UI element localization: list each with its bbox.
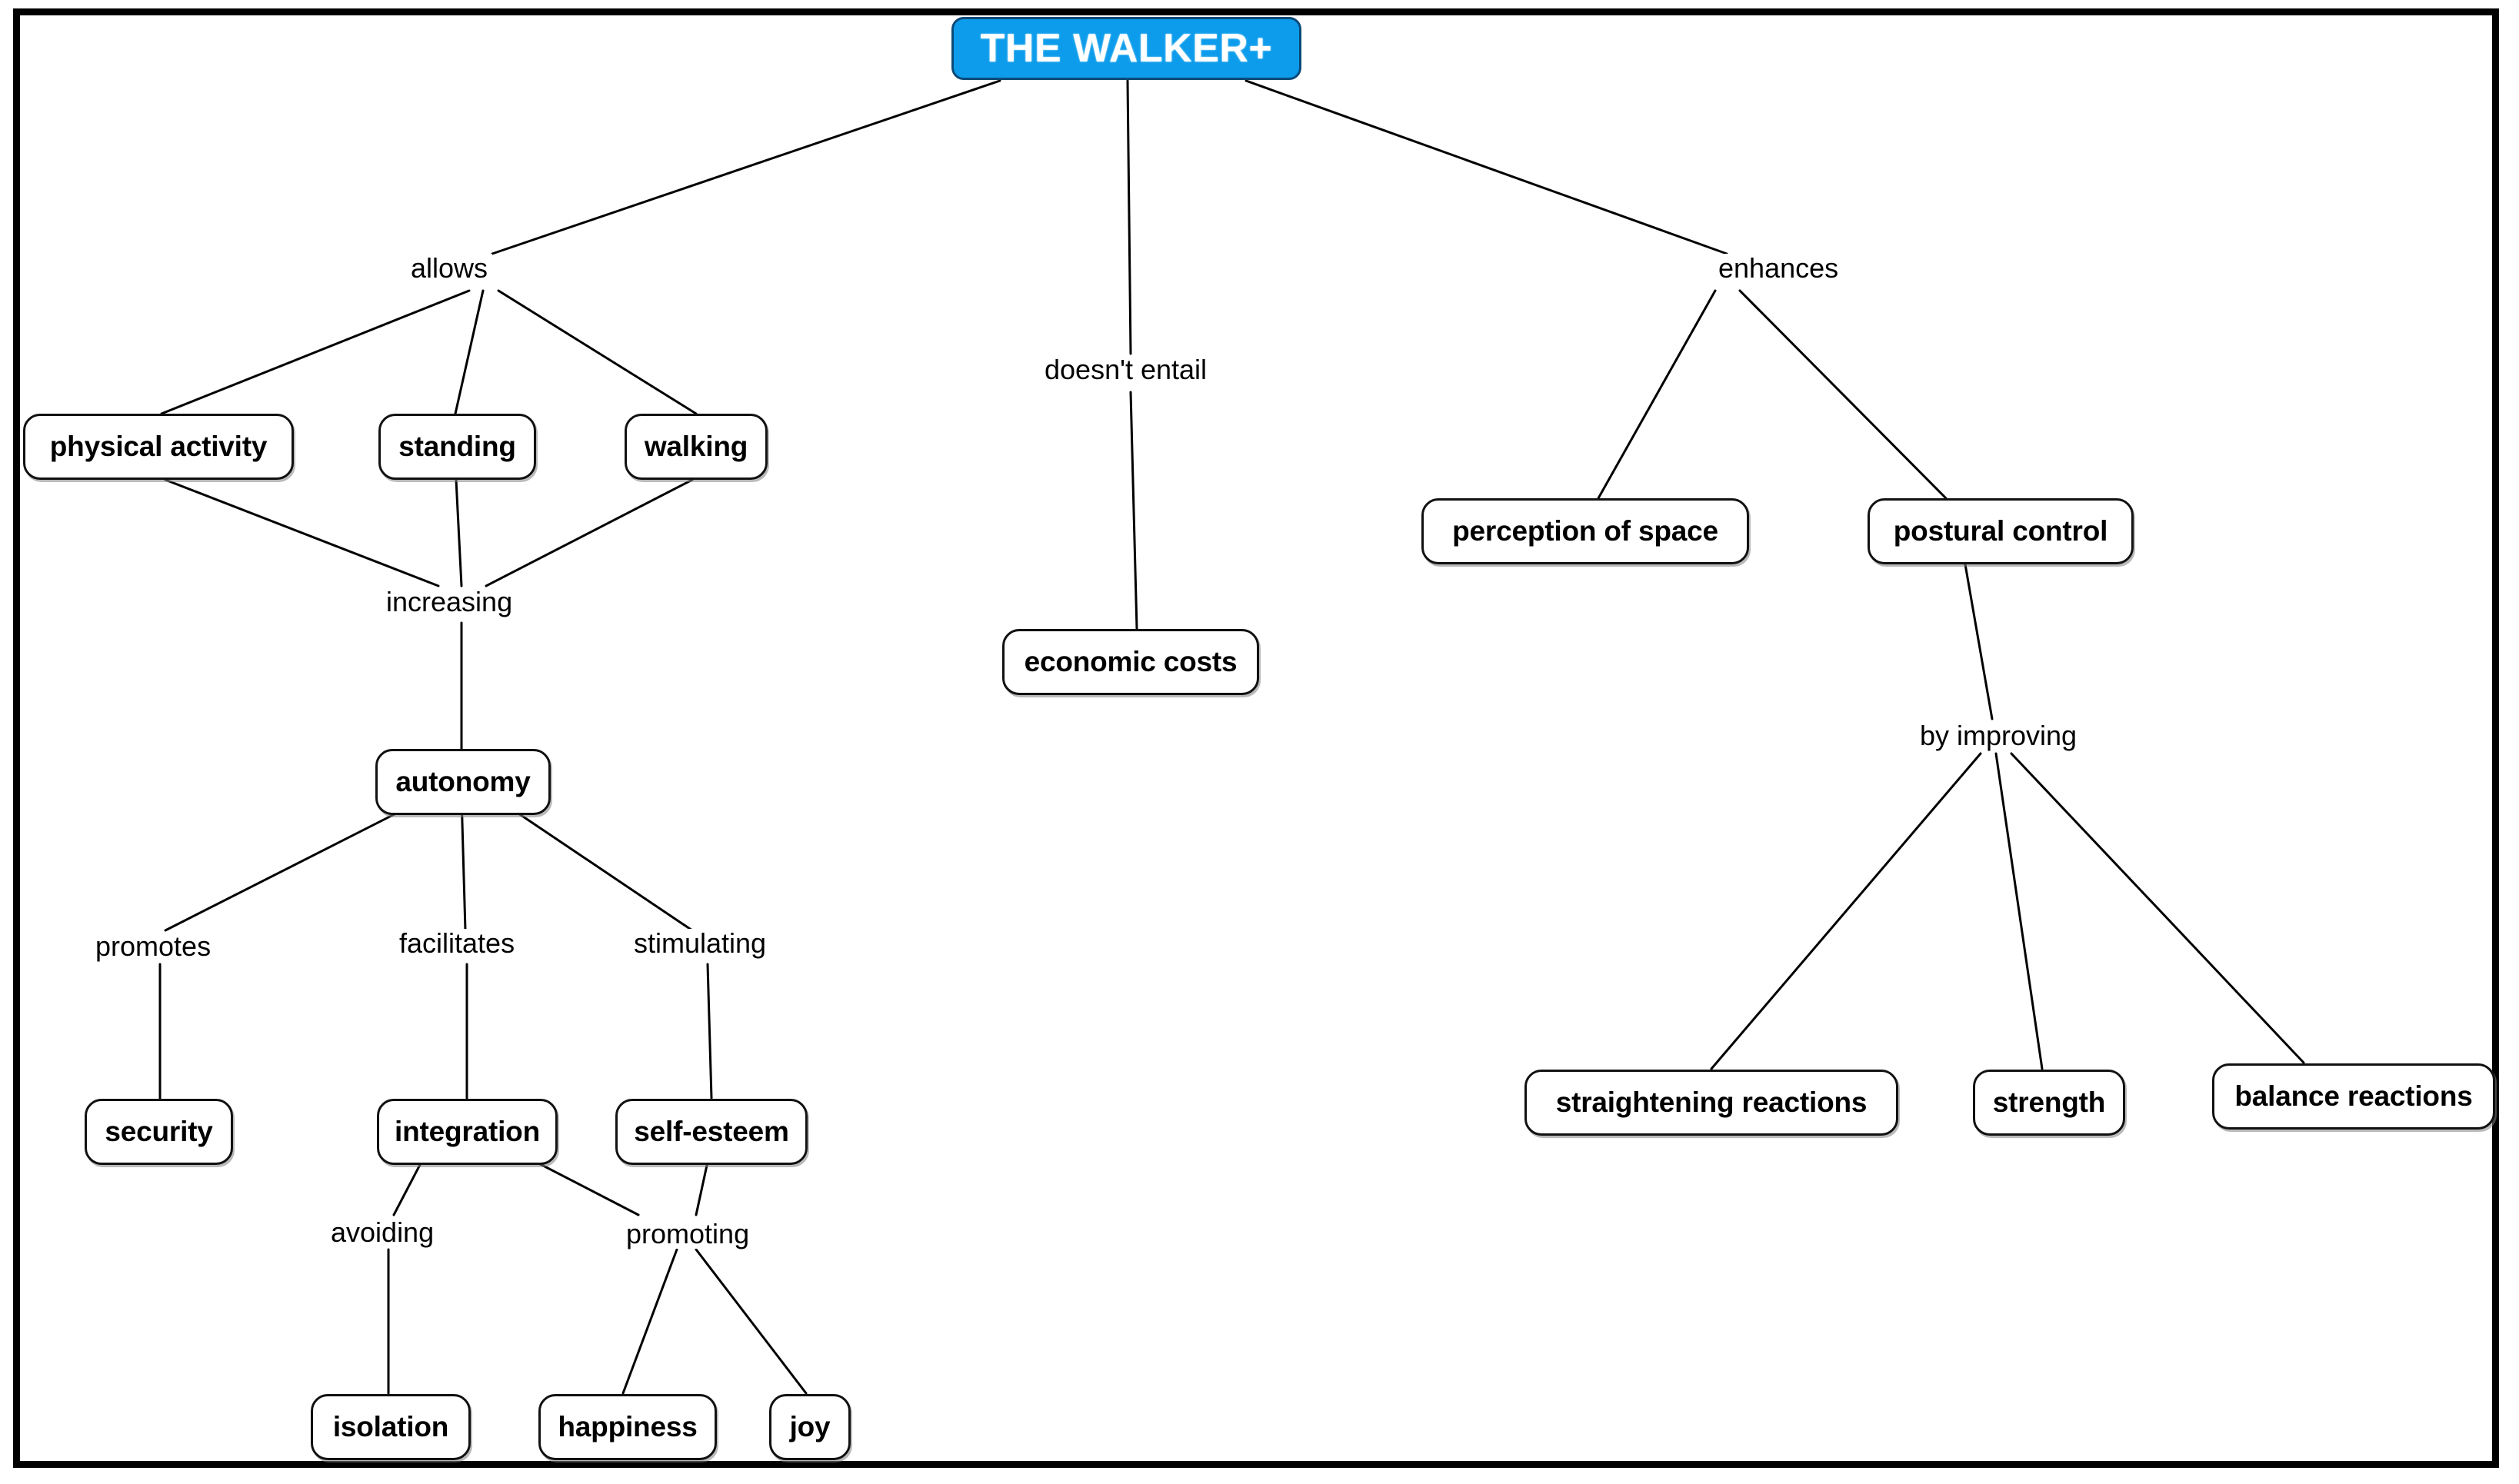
- node-integration-label: integration: [395, 1116, 540, 1147]
- link-label-increasing: increasing: [382, 587, 518, 617]
- diagram-frame: [13, 8, 2499, 1468]
- node-physical-activity[interactable]: physical activity: [23, 414, 294, 480]
- node-straightening-reactions-label: straightening reactions: [1555, 1086, 1868, 1118]
- node-strength[interactable]: strength: [1973, 1070, 2125, 1136]
- node-balance-reactions[interactable]: balance reactions: [2212, 1063, 2495, 1130]
- node-isolation-label: isolation: [332, 1411, 449, 1442]
- node-self-esteem[interactable]: self-esteem: [615, 1099, 808, 1165]
- node-happiness[interactable]: happiness: [538, 1394, 717, 1460]
- node-physical-activity-label: physical activity: [49, 431, 268, 462]
- link-label-enhances: enhances: [1714, 254, 1844, 283]
- link-label-promoting: promoting: [621, 1219, 755, 1249]
- node-joy[interactable]: joy: [769, 1394, 851, 1460]
- node-root[interactable]: THE WALKER+: [951, 17, 1301, 80]
- node-economic-costs-label: economic costs: [1024, 646, 1238, 677]
- node-postural-control[interactable]: postural control: [1868, 498, 2134, 564]
- node-integration[interactable]: integration: [377, 1099, 558, 1165]
- node-walking[interactable]: walking: [625, 414, 768, 480]
- link-label-promotes: promotes: [91, 932, 216, 961]
- link-label-doesnt-entail: doesn't entail: [1040, 355, 1212, 384]
- node-balance-reactions-label: balance reactions: [2234, 1080, 2473, 1112]
- node-economic-costs[interactable]: economic costs: [1002, 629, 1259, 695]
- node-autonomy[interactable]: autonomy: [375, 749, 551, 815]
- node-autonomy-label: autonomy: [395, 766, 531, 797]
- node-standing[interactable]: standing: [378, 414, 536, 480]
- node-walking-label: walking: [644, 431, 748, 462]
- node-root-label: THE WALKER+: [980, 26, 1273, 71]
- node-joy-label: joy: [789, 1411, 831, 1442]
- node-security[interactable]: security: [85, 1099, 233, 1165]
- node-postural-control-label: postural control: [1893, 515, 2108, 547]
- node-isolation[interactable]: isolation: [311, 1394, 471, 1460]
- link-label-facilitates: facilitates: [395, 929, 520, 958]
- node-happiness-label: happiness: [558, 1411, 698, 1442]
- node-straightening-reactions[interactable]: straightening reactions: [1524, 1070, 1898, 1136]
- node-perception-of-space-label: perception of space: [1452, 515, 1718, 547]
- node-perception-of-space[interactable]: perception of space: [1421, 498, 1749, 564]
- node-strength-label: strength: [1992, 1086, 2106, 1118]
- link-label-by-improving: by improving: [1915, 721, 2082, 750]
- link-label-stimulating: stimulating: [629, 929, 771, 958]
- link-label-avoiding: avoiding: [326, 1218, 439, 1247]
- node-security-label: security: [105, 1116, 213, 1147]
- node-standing-label: standing: [398, 431, 516, 462]
- link-label-allows: allows: [406, 254, 493, 283]
- node-self-esteem-label: self-esteem: [634, 1116, 789, 1147]
